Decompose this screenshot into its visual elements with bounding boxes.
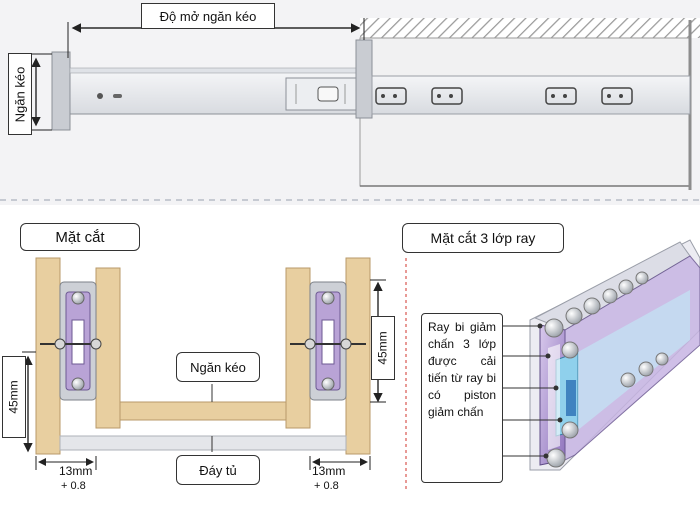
drawer-label-box: Ngăn kéo xyxy=(8,53,32,135)
height-right-box: 45mm xyxy=(371,316,395,380)
rail-section-title: Mặt cắt 3 lớp ray xyxy=(430,230,536,246)
outer-rail xyxy=(371,75,691,115)
rail-assembly-right xyxy=(290,281,366,401)
tol-right-label: + 0.8 xyxy=(314,480,339,492)
rail-section-title-box: Mặt cắt 3 lớp ray xyxy=(402,223,564,253)
ball-bearings-bottom xyxy=(546,421,579,468)
drawer-bottom xyxy=(119,401,287,421)
drawer-front-panel xyxy=(51,51,71,131)
rail-3d-section xyxy=(503,239,700,471)
ball-bearings-middle xyxy=(561,341,669,388)
gap-right-label: 13mm xyxy=(312,464,346,478)
cabinet-post xyxy=(355,39,373,119)
height-left-box: 45mm xyxy=(2,356,26,438)
cabinet-bottom xyxy=(59,435,347,451)
bottom-callout: Đáy tủ xyxy=(199,462,237,478)
gap-left-label: 13mm xyxy=(59,464,93,478)
cabinet-top-hatch xyxy=(360,18,700,38)
ball-bearings-top xyxy=(544,271,649,338)
drawer-callout-box: Ngăn kéo xyxy=(176,352,260,382)
drawer-label-vertical: Ngăn kéo xyxy=(12,66,28,122)
rail-assembly-left xyxy=(40,281,102,401)
opening-label: Độ mở ngăn kéo xyxy=(159,8,257,24)
bottom-callout-box: Đáy tủ xyxy=(176,455,260,485)
height-left-label: 45mm xyxy=(7,380,21,414)
drawer-callout: Ngăn kéo xyxy=(190,359,246,375)
cross-section-title: Mặt cắt xyxy=(55,228,105,246)
top-view xyxy=(0,0,700,205)
cross-section-title-box: Mặt cắt xyxy=(20,223,140,251)
cabinet-side-left xyxy=(35,257,61,455)
opening-label-box: Độ mở ngăn kéo xyxy=(141,3,275,29)
tol-left-label: + 0.8 xyxy=(61,480,86,492)
cabinet-side-right xyxy=(345,257,371,455)
drawer-side-left xyxy=(95,267,121,429)
rail-note-box: Ray bi giảm chấn 3 lớp được cải tiến từ … xyxy=(421,313,503,483)
height-right-label: 45mm xyxy=(376,331,390,365)
